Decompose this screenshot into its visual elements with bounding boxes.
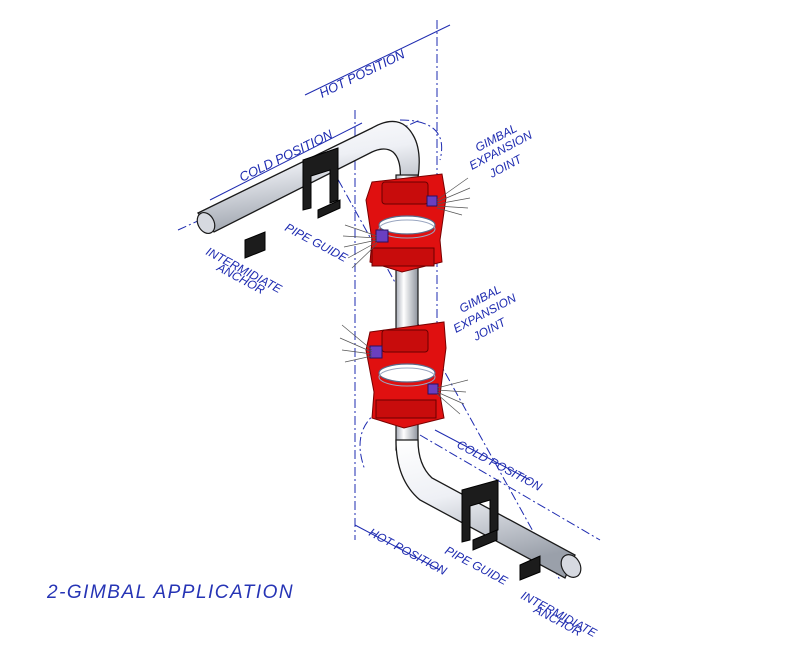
hot-position-bottom-label: HOT POSITION — [367, 525, 450, 578]
gimbal-joint-upper — [342, 173, 471, 273]
diagram-title: 2-GIMBAL APPLICATION — [47, 582, 295, 603]
pipe-guide-bottom — [461, 479, 541, 581]
hot-position-top-label: HOT POSITION — [317, 46, 408, 101]
dimension-lines — [177, 20, 601, 581]
pipe-guide-top — [244, 147, 341, 259]
gimbal-joint-lower — [339, 321, 469, 429]
pipe-guide-top-label: PIPE GUIDE — [283, 220, 351, 265]
pipe-guide-bottom-label: PIPE GUIDE — [443, 543, 511, 588]
cold-position-bottom-label: COLD POSITION — [455, 437, 545, 494]
